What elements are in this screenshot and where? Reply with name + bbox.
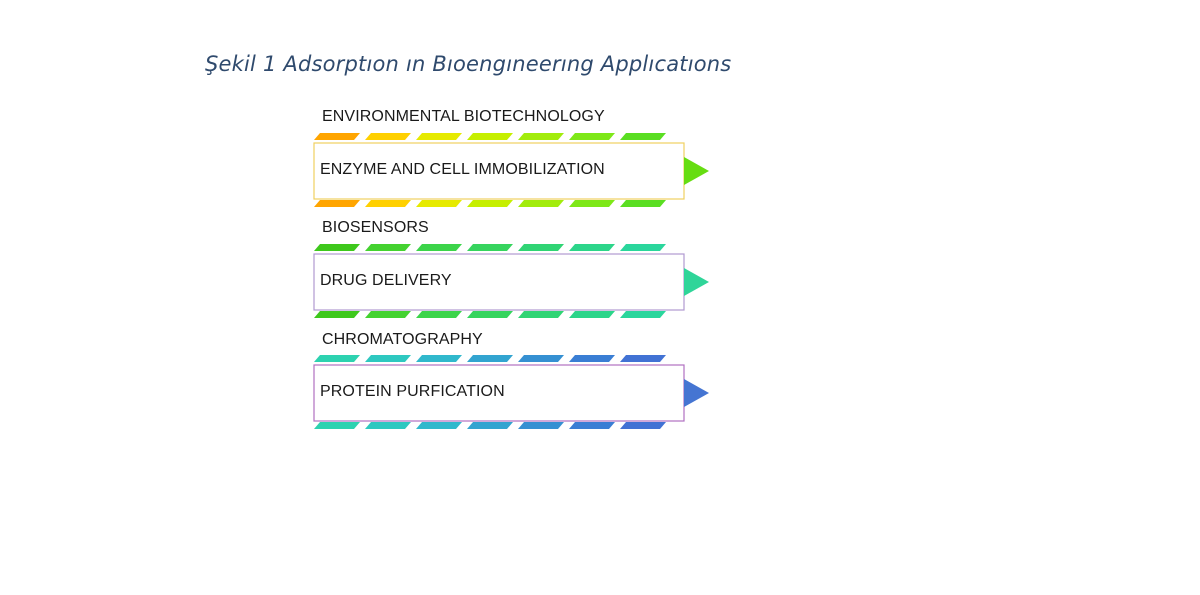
category-label-biosensors: BIOSENSORS [322,219,429,236]
stripe-bottom [416,200,462,207]
stripe-top [416,244,462,251]
stripe-bottom [518,422,564,429]
stripe-bottom [365,200,411,207]
stripe-bottom [416,422,462,429]
stripe-bottom [314,422,360,429]
arrow-tip [684,268,709,296]
stripe-top [569,133,615,140]
stripe-top [467,355,513,362]
stripe-top [416,133,462,140]
stripe-top [620,244,666,251]
arrow-tip [684,157,709,185]
stripe-top [518,355,564,362]
stripe-top [467,133,513,140]
stripe-bottom [620,200,666,207]
stripe-top [314,244,360,251]
stripe-top [569,244,615,251]
stripe-bottom [467,200,513,207]
label-box [313,253,685,311]
stripe-bottom [314,200,360,207]
stripe-top [620,355,666,362]
stripe-bottom [569,200,615,207]
stripe-bottom [620,422,666,429]
stripe-bottom [569,311,615,318]
stripe-top [314,355,360,362]
stripe-bottom [518,311,564,318]
stripe-bottom [416,311,462,318]
stripe-bottom [569,422,615,429]
stripe-top [569,355,615,362]
label-box [313,142,685,200]
stripe-top [620,133,666,140]
box-label-enzyme-and-cell-immobilization: ENZYME AND CELL IMMOBILIZATION [320,161,605,178]
stripe-top [314,133,360,140]
box-label-drug-delivery: DRUG DELIVERY [320,272,452,289]
stripe-top [365,355,411,362]
stripe-bottom [314,311,360,318]
stripe-top [467,244,513,251]
stripe-bottom [467,311,513,318]
arrow-tip [684,379,709,407]
stripe-bottom [467,422,513,429]
stripe-top [365,133,411,140]
stripe-top [416,355,462,362]
stripe-top [518,133,564,140]
stripe-bottom [620,311,666,318]
stripe-top [518,244,564,251]
category-label-environmental-biotechnology: ENVIRONMENTAL BIOTECHNOLOGY [322,108,605,125]
figure-caption: Şekil 1 Adsorptıon ın Bıoengıneerıng App… [205,52,732,76]
category-label-chromatography: CHROMATOGRAPHY [322,331,483,348]
stripe-bottom [365,422,411,429]
stripe-bottom [365,311,411,318]
box-label-protein-purfication: PROTEIN PURFICATION [320,383,505,400]
label-box [313,364,685,422]
stripe-bottom [518,200,564,207]
stripe-top [365,244,411,251]
